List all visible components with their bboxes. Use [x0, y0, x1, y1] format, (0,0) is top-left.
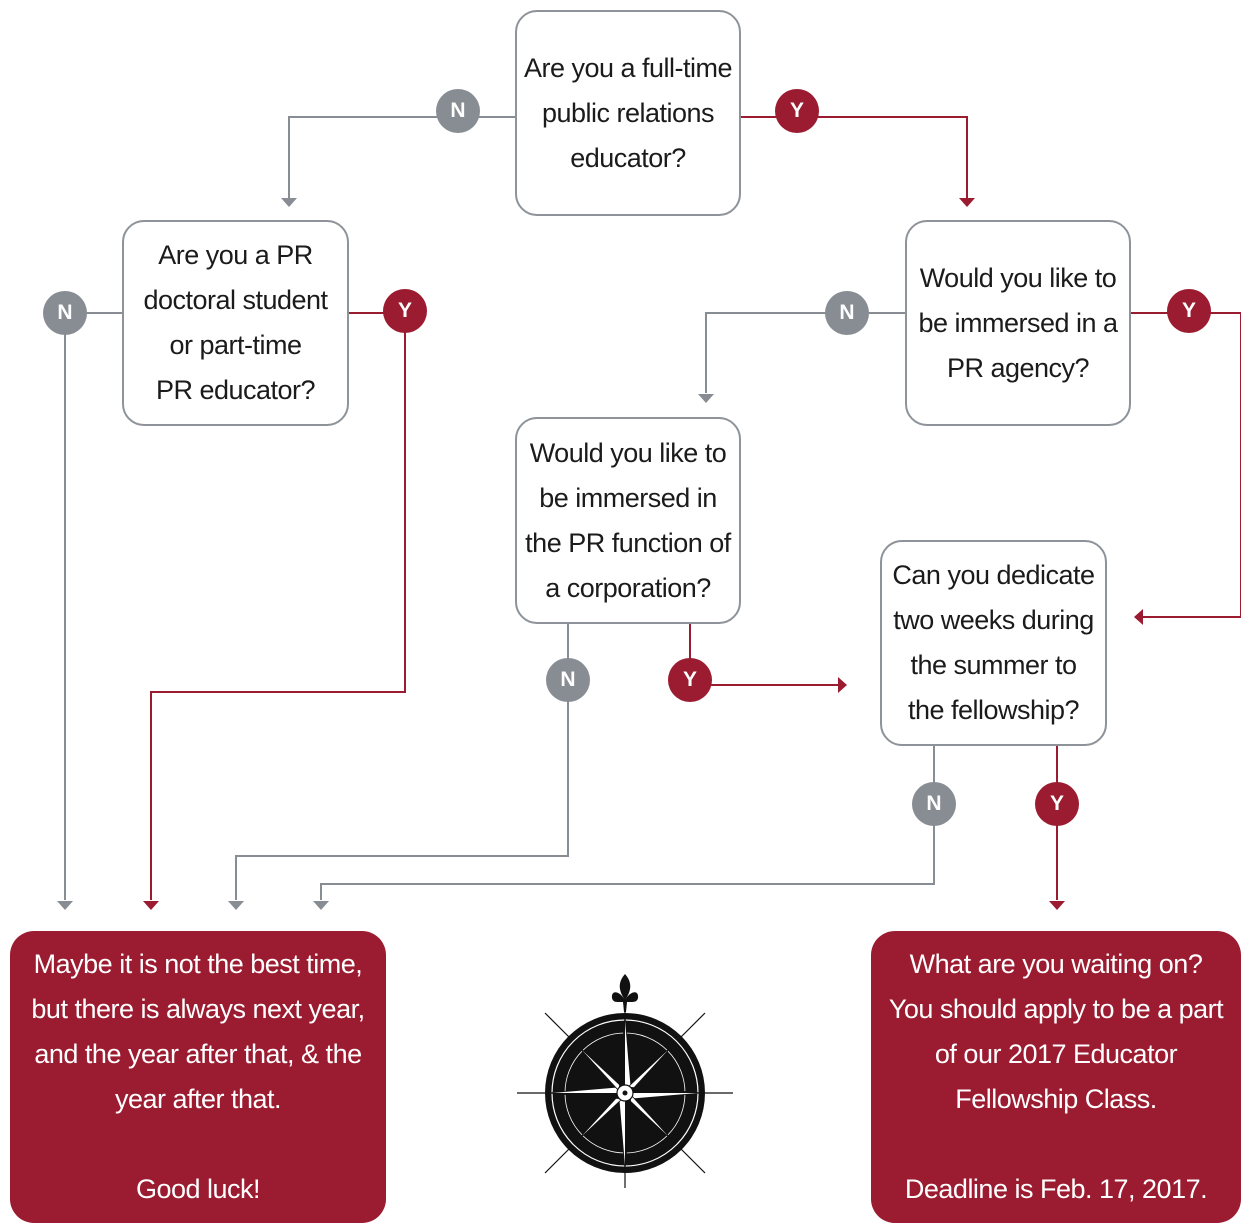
connector-q5-no: [320, 746, 935, 900]
connector-q3-yes: [1131, 312, 1241, 618]
outcome-closing: Good luck!: [135, 1174, 261, 1204]
question-line: Would you like to: [529, 437, 727, 468]
question-two-weeks: Can you dedicate two weeks during the su…: [880, 540, 1107, 746]
arrowhead-q3-yes: [1134, 609, 1143, 625]
connector-q1-yes: [741, 116, 968, 198]
arrowhead-q3-no: [698, 394, 714, 403]
question-line: or part-time: [169, 330, 302, 360]
question-line: a corporation?: [545, 572, 711, 603]
question-line: PR agency?: [946, 352, 1090, 383]
outcome-line: but there is always next year,: [31, 994, 365, 1024]
yes-badge: Y: [775, 89, 819, 133]
question-doctoral-or-part-time: Are you a PR doctoral student or part-ti…: [122, 220, 349, 426]
question-pr-agency: Would you like to be immersed in a PR ag…: [905, 220, 1131, 426]
outcome-line: Fellowship Class.: [955, 1084, 1157, 1114]
connector-q1-no: [288, 116, 515, 198]
question-corporation: Would you like to be immersed in the PR …: [515, 417, 741, 624]
outcome-line: year after that.: [114, 1084, 282, 1114]
question-line: PR educator?: [155, 375, 316, 405]
outcome-line: Maybe it is not the best time,: [33, 949, 363, 979]
outcome-closing: Deadline is Feb. 17, 2017.: [904, 1174, 1208, 1204]
outcome-line: of our 2017 Educator: [934, 1039, 1178, 1069]
arrowhead-q2-yes: [143, 901, 159, 910]
question-line: two weeks during: [893, 605, 1094, 635]
question-line: the summer to: [910, 650, 1077, 680]
outcome-line: and the year after that, & the: [34, 1039, 362, 1069]
yes-badge: Y: [1035, 782, 1079, 826]
connector-q4-no: [235, 624, 569, 900]
yes-badge: Y: [668, 658, 712, 702]
no-badge: N: [546, 658, 590, 702]
question-line: Are you a PR: [158, 240, 313, 270]
outcome-line: What are you waiting on?: [909, 949, 1203, 979]
question-full-time-educator: Are you a full-time public relations edu…: [515, 10, 741, 216]
no-badge: N: [436, 89, 480, 133]
arrowhead-q1-no: [281, 198, 297, 207]
connector-q2-no: [64, 312, 122, 900]
question-line: doctoral student: [143, 285, 328, 315]
arrowhead-q5-no: [313, 901, 329, 910]
no-badge: N: [825, 291, 869, 335]
arrowhead-q1-yes: [959, 198, 975, 207]
question-line: Can you dedicate: [892, 560, 1095, 590]
outcome-apply: What are you waiting on? You should appl…: [871, 931, 1241, 1223]
compass-rose-icon: [517, 974, 733, 1188]
question-line: the PR function of: [525, 527, 731, 558]
question-line: the fellowship?: [907, 695, 1080, 725]
arrowhead-q5-yes: [1049, 901, 1065, 910]
connector-q4-yes: [689, 624, 838, 686]
question-line: educator?: [570, 142, 686, 173]
question-line: public relations: [541, 97, 715, 128]
question-line: Would you like to: [919, 262, 1117, 293]
connector-q3-no: [705, 312, 905, 393]
outcome-not-now: Maybe it is not the best time, but there…: [10, 931, 386, 1223]
arrowhead-q4-no: [228, 901, 244, 910]
arrowhead-q4-yes: [838, 677, 847, 693]
no-badge: N: [43, 291, 87, 335]
arrowhead-q2-no: [57, 901, 73, 910]
question-line: Are you a full-time: [523, 52, 733, 83]
yes-badge: Y: [383, 289, 427, 333]
outcome-line: You should apply to be a part: [888, 994, 1224, 1024]
yes-badge: Y: [1167, 289, 1211, 333]
question-line: be immersed in: [539, 482, 717, 513]
question-line: be immersed in a: [918, 307, 1118, 338]
no-badge: N: [912, 782, 956, 826]
